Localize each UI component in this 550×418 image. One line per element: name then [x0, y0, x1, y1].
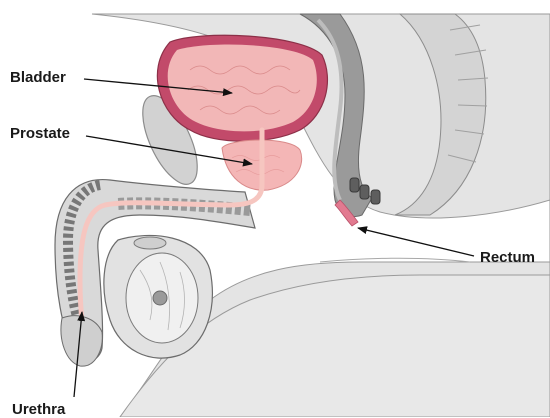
bladder-inner: [168, 45, 317, 132]
epididymis: [153, 291, 167, 305]
glans: [61, 316, 102, 366]
label-rectum: Rectum: [480, 250, 535, 265]
vas-deferens: [134, 237, 166, 249]
rectum-arrow: [358, 228, 474, 256]
label-prostate: Prostate: [10, 126, 70, 141]
label-bladder: Bladder: [10, 70, 66, 85]
perineum-line: [320, 258, 470, 262]
label-urethra: Urethra: [12, 402, 65, 417]
